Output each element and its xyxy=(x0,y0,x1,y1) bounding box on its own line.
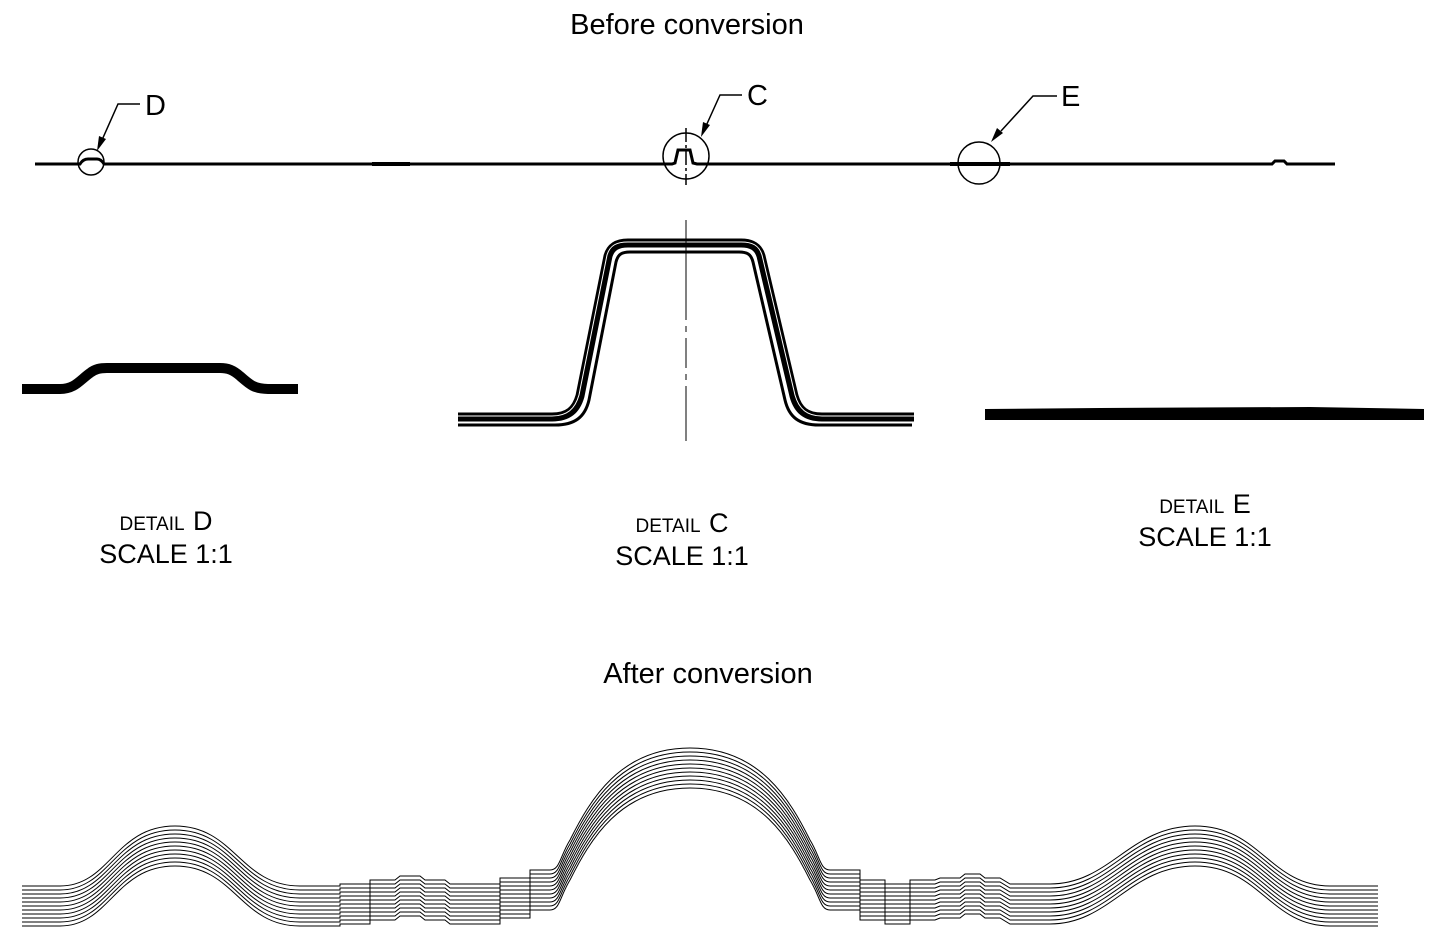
detail-markers xyxy=(77,128,1001,185)
detail-e-scale: SCALE 1:1 xyxy=(1138,522,1272,552)
after-conversion-title: After conversion xyxy=(603,658,813,690)
detail-e-profile xyxy=(985,407,1424,420)
after-layer-line xyxy=(22,751,1378,891)
after-layer-line xyxy=(22,747,1378,887)
detail-e-flat-plate xyxy=(985,407,1424,420)
detail-d-scale: SCALE 1:1 xyxy=(99,539,233,569)
detail-d-title: DETAIL D xyxy=(119,506,212,536)
overview-line xyxy=(35,148,1335,166)
after-layer-line xyxy=(22,787,1378,927)
after-layer-line xyxy=(22,779,1378,919)
detail-c-hat-inner xyxy=(458,250,912,427)
callout-leaders xyxy=(97,94,1057,151)
detail-c-caption: DETAIL C SCALE 1:1 xyxy=(615,508,749,571)
detail-d-caption: DETAIL D SCALE 1:1 xyxy=(99,506,233,569)
detail-c-hat-layer xyxy=(458,241,914,417)
detail-c-profile xyxy=(458,220,914,441)
detail-d-circle xyxy=(77,148,105,176)
leader-d xyxy=(101,103,140,141)
leader-e-arrowhead xyxy=(991,128,1003,142)
callout-d-label: D xyxy=(145,90,166,122)
overview-profile xyxy=(35,148,1335,166)
after-conversion-layered-profile xyxy=(22,747,1378,927)
callout-c-label: C xyxy=(747,80,768,112)
detail-c-scale: SCALE 1:1 xyxy=(615,541,749,571)
after-layer-line xyxy=(22,783,1378,923)
detail-c-title: DETAIL C xyxy=(635,508,728,538)
detail-e-title: DETAIL E xyxy=(1159,489,1251,519)
detail-e-circle xyxy=(957,141,1001,185)
detail-d-profile xyxy=(22,363,298,394)
after-layer-line xyxy=(22,759,1378,899)
after-layer-line xyxy=(22,771,1378,911)
after-layer-line xyxy=(22,763,1378,903)
callout-e-label: E xyxy=(1061,81,1080,113)
detail-c-hat-outer xyxy=(458,238,914,422)
after-layer-line xyxy=(22,767,1378,907)
detail-d-bump xyxy=(22,363,298,394)
after-layer-line xyxy=(22,775,1378,915)
before-conversion-title: Before conversion xyxy=(570,9,804,41)
after-layer-line xyxy=(22,755,1378,895)
leader-c-arrowhead xyxy=(701,122,710,137)
leader-e xyxy=(1000,95,1057,132)
detail-e-caption: DETAIL E SCALE 1:1 xyxy=(1138,489,1272,552)
leader-d-arrowhead xyxy=(97,136,106,151)
leader-c xyxy=(705,94,742,127)
